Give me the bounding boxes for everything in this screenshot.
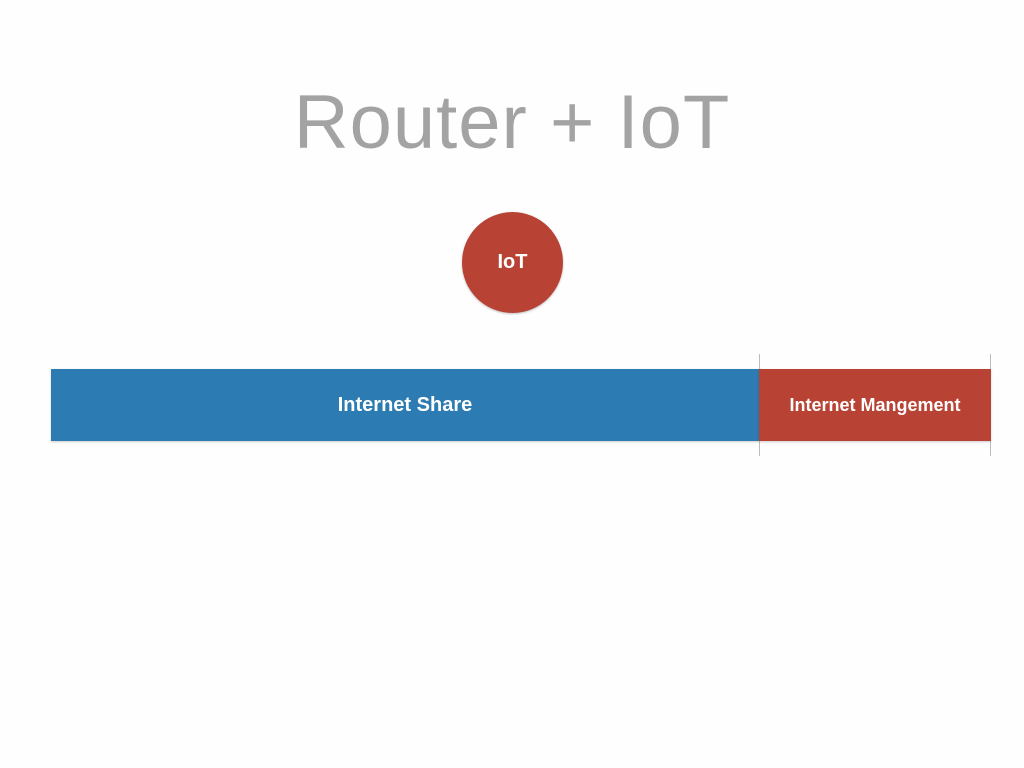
- internet-management-segment: Internet Mangement: [759, 369, 991, 441]
- internet-management-label: Internet Mangement: [789, 394, 961, 415]
- slide-title: Router + IoT: [293, 80, 731, 165]
- internet-share-segment: Internet Share: [51, 369, 759, 441]
- internet-share-label: Internet Share: [337, 393, 473, 416]
- iot-node: IoT: [462, 212, 563, 313]
- iot-node-label: IoT: [497, 251, 528, 273]
